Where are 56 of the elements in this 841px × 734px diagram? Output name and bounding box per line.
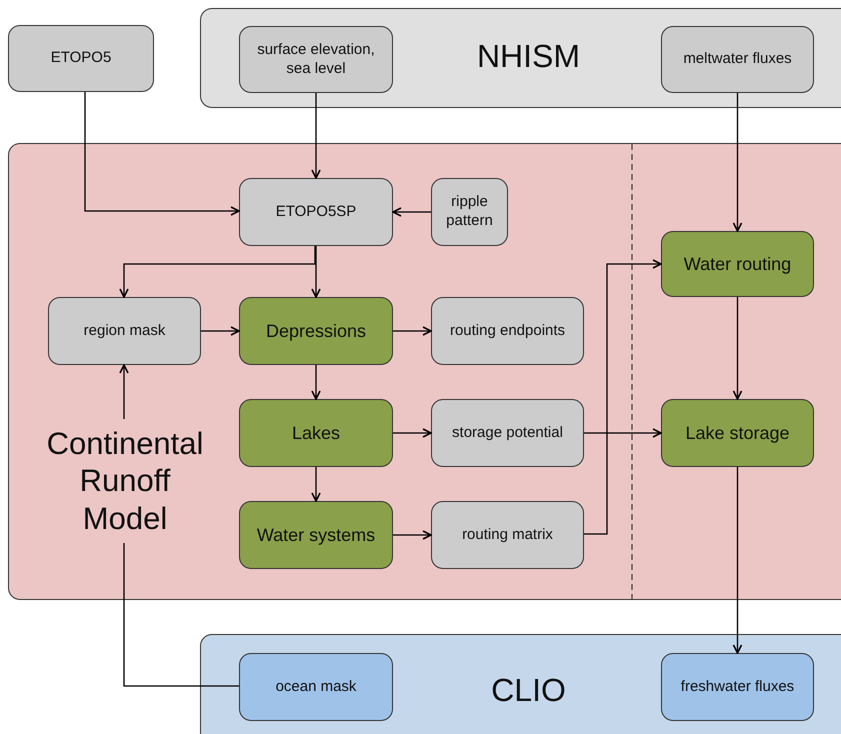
box-label: routing endpoints (450, 322, 566, 340)
box-label: freshwater fluxes (680, 678, 794, 696)
arrow (732, 297, 742, 400)
arrow (392, 207, 431, 217)
arrow (584, 259, 662, 535)
arrow (732, 93, 742, 232)
module-panel (8, 143, 841, 600)
arrow (119, 364, 129, 419)
box-label: Lakes (292, 422, 340, 444)
arrow (393, 530, 432, 540)
box-label: Water routing (684, 252, 792, 276)
box-label: Water systems (256, 524, 376, 546)
panel-title: Continental Runoff Model (46, 425, 204, 537)
process-box (661, 399, 814, 467)
arrow (311, 93, 321, 179)
process-box (239, 399, 393, 467)
arrow (311, 246, 321, 298)
arrow (201, 326, 240, 336)
process-box (239, 501, 393, 569)
box-label: ETOPO5SP (276, 202, 356, 222)
box-label: ocean mask (276, 678, 356, 696)
box-label: storage potential (452, 424, 563, 442)
box-label: region mask (84, 322, 166, 340)
process-box (239, 178, 393, 246)
box-label: ETOPO5 (50, 49, 112, 68)
arrow (393, 428, 432, 438)
process-box (661, 26, 814, 93)
panel-title: NHISM (476, 37, 582, 76)
process-box (431, 399, 584, 467)
process-box (239, 297, 393, 365)
module-panel (200, 634, 841, 734)
process-box (431, 297, 584, 365)
module-panel (200, 8, 841, 108)
box-label: ripple pattern (445, 193, 494, 231)
box-label: routing matrix (462, 526, 553, 544)
process-box (661, 653, 814, 721)
process-box (48, 297, 201, 365)
arrow (119, 246, 316, 298)
box-label: Lake storage (685, 422, 790, 444)
arrow (84, 92, 240, 216)
arrow (732, 467, 742, 654)
process-box (431, 501, 584, 569)
connector-line (123, 543, 239, 687)
arrow (311, 365, 321, 400)
process-box (8, 25, 154, 92)
arrow (311, 467, 321, 502)
box-label: meltwater fluxes (683, 50, 792, 69)
process-box (239, 653, 393, 721)
box-label: surface elevation, sea level (256, 40, 376, 78)
panel-title: CLIO (490, 671, 567, 710)
process-box (239, 26, 393, 93)
process-box (431, 178, 508, 246)
box-label: Depressions (266, 320, 366, 342)
arrow (584, 428, 662, 438)
arrow (393, 326, 432, 336)
process-box (661, 231, 814, 297)
